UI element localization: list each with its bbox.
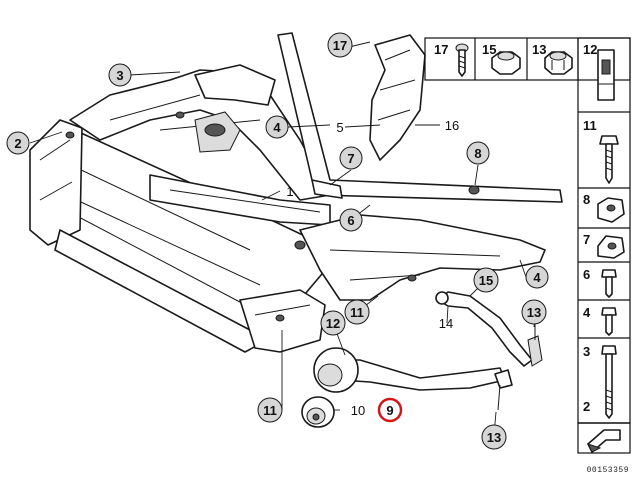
svg-text:5: 5 — [336, 120, 343, 135]
callout-12: 12 — [320, 310, 346, 336]
clip-12-icon — [597, 49, 615, 101]
callout-14: 14 — [439, 316, 453, 331]
callout-7: 7 — [339, 146, 363, 170]
svg-text:11: 11 — [350, 305, 364, 320]
bolt-6-icon — [601, 269, 617, 298]
callout-2: 2 — [6, 131, 30, 155]
svg-text:7: 7 — [347, 151, 354, 166]
rubber-mount — [301, 396, 335, 428]
bolt-3-icon — [601, 345, 617, 419]
callout-4-lower: 4 — [525, 265, 549, 289]
wheel-arch-shield — [369, 34, 426, 161]
callout-11-lower: 11 — [257, 397, 283, 423]
svg-text:11: 11 — [263, 403, 277, 418]
svg-text:17: 17 — [333, 38, 347, 53]
bracket-7-icon — [597, 235, 625, 259]
callout-3: 3 — [108, 63, 132, 87]
table-label-17: 17 — [434, 42, 448, 57]
callout-13-lower: 13 — [481, 424, 507, 450]
svg-text:12: 12 — [326, 316, 340, 331]
svg-text:6: 6 — [347, 213, 354, 228]
callout-10: 10 — [351, 403, 365, 418]
table-label-4: 4 — [583, 305, 591, 320]
nut-13-icon — [544, 51, 573, 75]
table-label-15: 15 — [482, 42, 496, 57]
svg-text:3: 3 — [116, 68, 123, 83]
bracket-8-icon — [597, 197, 625, 223]
svg-text:4: 4 — [533, 270, 541, 285]
callout-9-highlighted: 9 — [377, 397, 403, 423]
table-label-13: 13 — [532, 42, 546, 57]
svg-text:16: 16 — [445, 118, 459, 133]
front-axle-subframe — [29, 64, 546, 353]
callout-8: 8 — [466, 141, 490, 165]
svg-text:4: 4 — [273, 120, 281, 135]
svg-text:10: 10 — [351, 403, 365, 418]
callout-5: 5 — [336, 120, 343, 135]
parts-table: 17 15 13 12 11 8 7 6 4 3 2 — [424, 37, 631, 454]
table-label-2: 2 — [583, 399, 590, 414]
table-label-12: 12 — [583, 42, 597, 57]
strut-brace — [277, 32, 563, 203]
table-label-3: 3 — [583, 344, 590, 359]
wishbone — [313, 347, 513, 411]
callout-15: 15 — [473, 267, 499, 293]
table-label-11: 11 — [583, 118, 597, 133]
table-label-8: 8 — [583, 192, 590, 207]
callout-1: 1 — [286, 184, 293, 199]
callout-16: 16 — [445, 118, 459, 133]
callout-6: 6 — [339, 208, 363, 232]
svg-text:2: 2 — [14, 136, 21, 151]
svg-text:1: 1 — [286, 184, 293, 199]
document-number: 00153359 — [587, 466, 629, 475]
callout-13-upper: 13 — [521, 299, 547, 325]
direction-arrow-icon — [587, 429, 621, 453]
callout-4-upper: 4 — [265, 115, 289, 139]
svg-text:15: 15 — [479, 273, 493, 288]
bolt-11-icon — [599, 135, 619, 184]
svg-text:9: 9 — [386, 403, 393, 418]
callout-11-center: 11 — [344, 299, 370, 325]
svg-text:14: 14 — [439, 316, 453, 331]
svg-text:13: 13 — [527, 305, 541, 320]
bolt-4-icon — [601, 307, 617, 336]
nut-15-icon — [491, 51, 521, 75]
bolt-17-icon — [455, 43, 469, 77]
svg-text:8: 8 — [474, 146, 481, 161]
svg-text:13: 13 — [487, 430, 501, 445]
table-label-6: 6 — [583, 267, 590, 282]
table-label-7: 7 — [583, 232, 590, 247]
callout-17: 17 — [327, 32, 353, 58]
